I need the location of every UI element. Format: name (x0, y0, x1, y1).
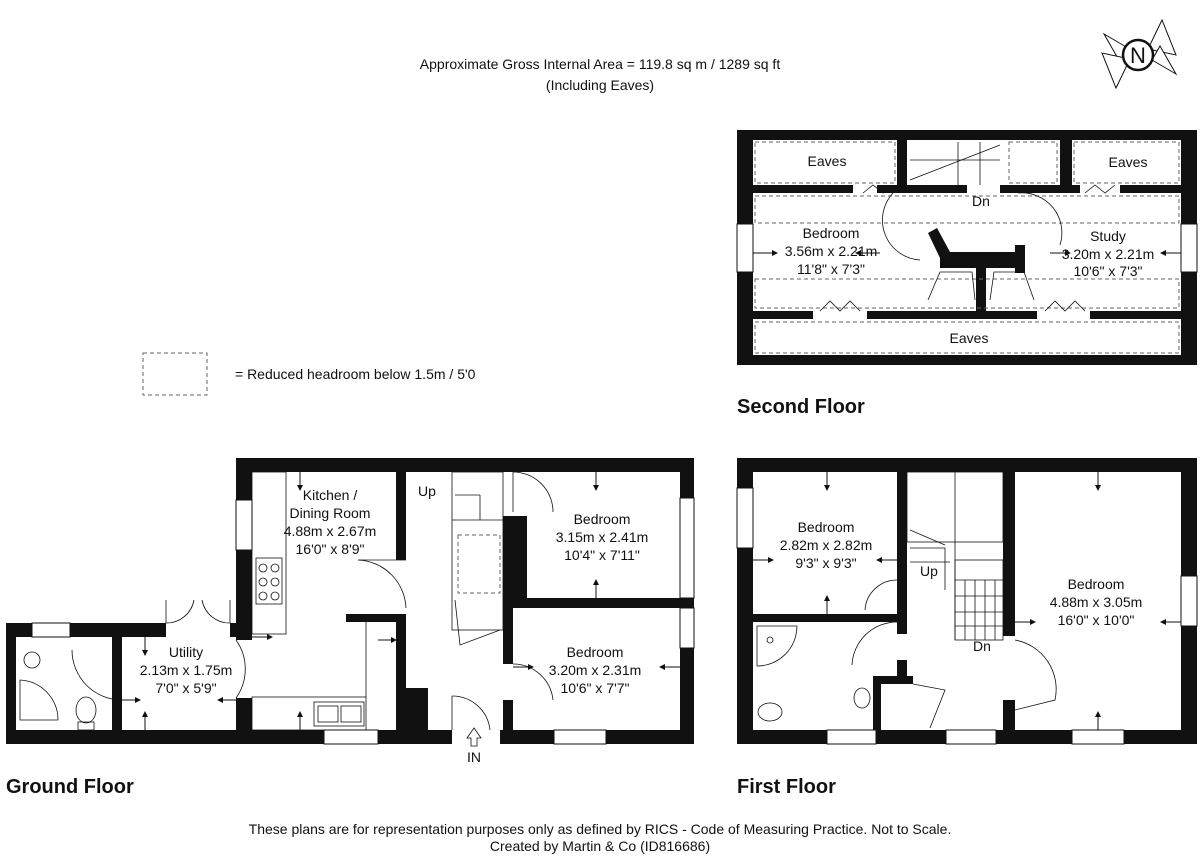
room-name: Study (1090, 228, 1126, 244)
room-name: Bedroom (567, 644, 624, 660)
sink-icon (313, 701, 365, 727)
eaves-label: Eaves (1109, 154, 1148, 170)
room-imperial: 9'3" x 9'3" (795, 555, 856, 571)
room-imperial: 10'4" x 7'11" (564, 547, 640, 563)
entrance-arrow-icon (466, 727, 482, 747)
first-floor-title: First Floor (737, 776, 836, 798)
ground-floor-title: Ground Floor (6, 776, 134, 798)
eaves-note: (Including Eaves) (546, 77, 654, 93)
credit-text: Created by Martin & Co (ID816686) (490, 838, 710, 854)
room-imperial: 7'0" x 5'9" (155, 680, 216, 696)
eaves-label: Eaves (808, 153, 847, 169)
ground-floor-plan: Up Kitchen / Dining Room 4.88m x 2.67m 1… (6, 458, 695, 765)
disclaimer-text: These plans are for representation purpo… (249, 821, 952, 837)
room-metric: 3.15m x 2.41m (556, 529, 649, 545)
legend-text: = Reduced headroom below 1.5m / 5'0 (235, 366, 476, 382)
room-metric: 3.56m x 2.21m (785, 243, 878, 259)
room-metric: 4.88m x 2.67m (284, 523, 377, 539)
eaves-label: Eaves (950, 330, 989, 346)
room-name: Bedroom (1068, 576, 1125, 592)
compass-icon: N (1101, 18, 1178, 90)
room-metric: 3.20m x 2.21m (1062, 246, 1155, 262)
second-floor-title: Second Floor (737, 396, 865, 418)
room-name: Dining Room (290, 505, 371, 521)
room-metric: 2.82m x 2.82m (780, 537, 873, 553)
room-imperial: 10'6" x 7'3" (1074, 263, 1143, 279)
stair-label: Dn (972, 193, 990, 209)
stair-label: Up (418, 483, 436, 499)
first-floor-plan: Bedroom 2.82m x 2.82m 9'3" x 9'3" Bedroo… (736, 458, 1198, 745)
room-name: Utility (169, 644, 203, 660)
second-floor-plan: Eaves Eaves Eaves Dn Bedroom 3.56m x 2.2… (736, 130, 1198, 365)
room-imperial: 11'8" x 7'3" (797, 261, 865, 277)
room-name: Bedroom (803, 225, 860, 241)
entrance-label: IN (467, 749, 481, 765)
room-metric: 3.20m x 2.31m (549, 662, 642, 678)
legend-swatch (142, 352, 208, 396)
stair-label: Dn (973, 638, 991, 654)
room-imperial: 16'0" x 10'0" (1058, 612, 1135, 628)
room-name: Bedroom (798, 519, 855, 535)
area-text: Approximate Gross Internal Area = 119.8 … (420, 56, 781, 72)
room-imperial: 16'0" x 8'9" (296, 541, 365, 557)
hob-icon (255, 557, 283, 605)
room-name: Bedroom (574, 511, 631, 527)
room-name: Kitchen / (303, 487, 358, 503)
room-metric: 4.88m x 3.05m (1050, 594, 1143, 610)
room-imperial: 10'6" x 7'7" (561, 680, 630, 696)
compass-letter: N (1130, 43, 1146, 68)
room-metric: 2.13m x 1.75m (140, 662, 233, 678)
stair-label: Up (920, 563, 938, 579)
